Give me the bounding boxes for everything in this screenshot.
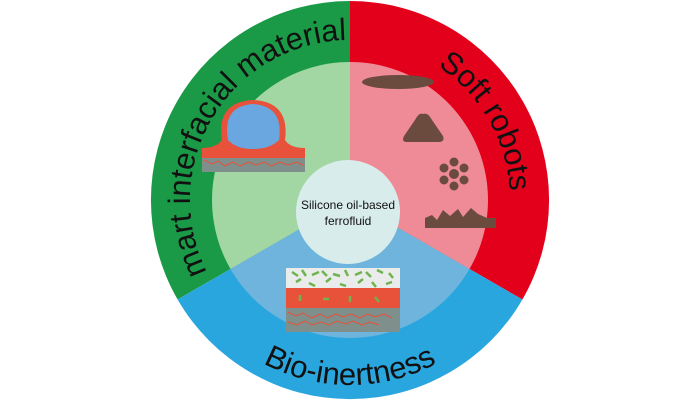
center-label-line2: ferrofluid	[325, 214, 372, 228]
center-label-line1: Silicone oil-based	[301, 198, 395, 212]
soft-robot-shapes	[362, 75, 496, 228]
flower-robot	[439, 157, 469, 191]
droplet-illustration	[202, 100, 305, 172]
center-circle	[296, 160, 400, 264]
sheet-robot	[362, 75, 434, 89]
spiky-robot	[425, 208, 496, 228]
bio-inertness-illustration	[286, 268, 400, 332]
triangle-robot	[403, 113, 444, 142]
